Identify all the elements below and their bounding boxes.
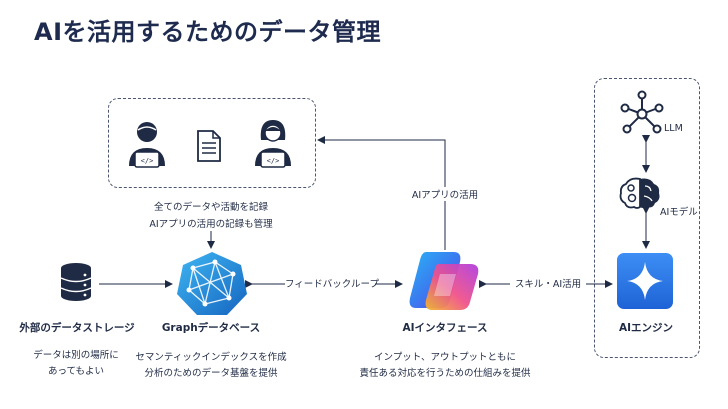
copilot-logo-icon: [409, 252, 479, 310]
graph-database-icon: [177, 252, 247, 315]
page-title: AIを活用するためのデータ管理: [34, 18, 382, 46]
ai-interface-label: AIインタフェース: [402, 322, 488, 334]
ai-interface-desc-line1: インプット、アウトプットともに: [373, 352, 517, 363]
document-icon: [197, 130, 221, 162]
graph-database-label: Graphデータベース: [161, 322, 261, 334]
external-storage-label: 外部のデータストレージ: [19, 322, 135, 334]
llm-network-icon: [620, 90, 664, 134]
developer-woman-icon: </>: [255, 120, 291, 168]
external-storage-desc-line2: あってもよい: [47, 366, 105, 377]
users-caption-line1: 全てのデータや活動を記録: [153, 202, 268, 213]
svg-text:</>: </>: [141, 157, 154, 165]
label-feedback-loop: フィードバックループ: [285, 276, 379, 290]
ai-brain-gear-icon: [619, 177, 660, 209]
users-caption-line2: AIアプリの活用の記録も管理: [149, 219, 273, 230]
external-storage-desc-line1: データは別の場所に: [33, 350, 119, 361]
llm-label: LLM: [664, 123, 683, 134]
ai-engine-stack-box: [594, 78, 700, 358]
users-activity-box: [108, 98, 316, 188]
graph-database-desc-line1: セマンティックインデックスを作成: [135, 352, 287, 363]
developer-icon: </>: [129, 122, 165, 168]
arrow-interface-to-users: [317, 136, 446, 250]
label-ai-app-usage: AIアプリの活用: [405, 187, 485, 201]
graph-database-desc-line2: 分析のためのデータ基盤を提供: [144, 368, 278, 379]
ai-model-label: AIモデル: [660, 207, 698, 218]
database-icon: [60, 263, 92, 301]
ai-engine-sparkle-icon: [617, 253, 673, 309]
ai-interface-desc-line2: 責任ある対応を行うための仕組みを提供: [359, 368, 531, 379]
label-skill-ai-usage: スキル・AI活用: [510, 276, 586, 290]
ai-engine-label: AIエンジン: [618, 322, 674, 334]
svg-text:</>: </>: [267, 157, 280, 165]
